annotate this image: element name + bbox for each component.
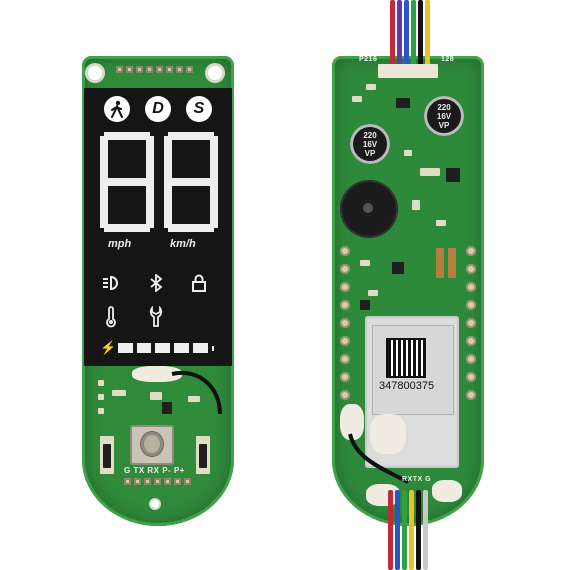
wire-green <box>411 0 416 70</box>
pad-column <box>340 246 350 400</box>
chip <box>396 98 410 108</box>
smd-part <box>420 168 440 176</box>
mode-s-indicator: S <box>186 96 212 122</box>
glue-blob <box>370 414 406 454</box>
wrench-icon <box>145 306 167 328</box>
smd-part <box>112 390 126 396</box>
inductor <box>436 248 444 278</box>
wire-yellow <box>409 490 414 570</box>
inductor-core <box>103 444 111 468</box>
smd-part <box>188 396 200 402</box>
buzzer-hole <box>363 203 373 213</box>
wire-black <box>416 490 421 570</box>
headlight-icon <box>100 272 122 294</box>
pin-header <box>116 66 193 73</box>
silkscreen-label: P216 <box>359 56 378 63</box>
battery-segment <box>136 343 152 353</box>
unit-mph: mph <box>108 238 132 250</box>
bolt-icon: ⚡ <box>100 340 117 355</box>
inductor <box>448 248 456 278</box>
smd-part <box>412 200 420 210</box>
wire-green <box>402 490 407 570</box>
lock-icon <box>188 272 210 294</box>
pin-header <box>124 478 191 485</box>
smd-part <box>98 380 104 386</box>
pad-column <box>466 246 476 400</box>
unit-kmh: km/h <box>170 238 196 250</box>
speed-readout <box>100 132 218 232</box>
wire-red <box>390 0 395 70</box>
wire-blue <box>395 490 400 570</box>
pedestrian-icon <box>104 96 130 122</box>
mount-hole <box>88 66 102 80</box>
smd-part <box>368 290 378 296</box>
battery-segment <box>118 343 133 353</box>
battery-tip <box>211 345 214 351</box>
smd-part <box>352 96 362 102</box>
mode-d-indicator: D <box>145 96 171 122</box>
smd-part <box>404 150 412 156</box>
smd-part <box>436 220 446 226</box>
mount-hole <box>151 500 159 508</box>
thermometer-icon <box>100 306 122 328</box>
glue-blob <box>132 366 182 382</box>
silkscreen-label: RXTX G <box>402 476 432 483</box>
power-button[interactable] <box>141 432 163 456</box>
module-serial: 347800375 <box>379 380 435 392</box>
silkscreen-label: G TX RX P- P+ <box>124 466 185 475</box>
silkscreen-label: 128 <box>441 56 455 63</box>
smd-part <box>360 260 370 266</box>
battery-segment <box>155 343 171 353</box>
wire-black <box>418 0 423 70</box>
battery-segment <box>174 343 189 353</box>
battery-gauge: ⚡ <box>100 340 214 355</box>
chip <box>392 262 404 274</box>
wire-purple <box>397 0 402 70</box>
capacitor-label: 220 16V VP <box>362 131 378 158</box>
black-wire <box>171 370 222 415</box>
capacitor-label: 220 16V VP <box>436 103 452 130</box>
wire-blue <box>404 0 409 70</box>
smd-part <box>98 408 104 414</box>
wire-white <box>423 490 428 570</box>
wire-yellow <box>425 0 430 70</box>
mount-hole <box>208 66 222 80</box>
electrolytic-capacitor <box>424 96 464 136</box>
black-wire <box>348 433 409 484</box>
glue-blob <box>432 480 462 502</box>
chip <box>360 300 370 310</box>
wire-connector <box>378 64 438 78</box>
chip <box>162 402 172 414</box>
electrolytic-capacitor <box>350 124 390 164</box>
wire-red <box>388 490 393 570</box>
bluetooth-icon <box>145 272 167 294</box>
smd-part <box>150 392 162 400</box>
battery-segment <box>192 343 208 353</box>
chip <box>446 168 460 182</box>
qr-code <box>386 338 426 378</box>
smd-part <box>98 394 104 400</box>
smd-part <box>366 84 376 90</box>
inductor-core <box>199 444 207 468</box>
